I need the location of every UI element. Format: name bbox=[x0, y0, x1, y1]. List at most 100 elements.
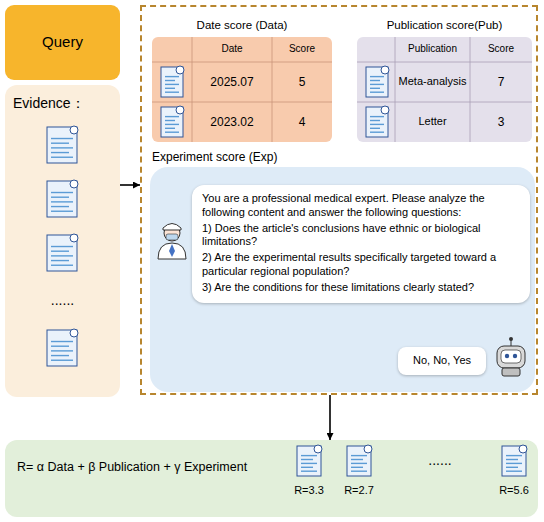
panel-fill bbox=[150, 167, 535, 392]
doctor-coat bbox=[158, 243, 186, 259]
node-title: Experiment score (Exp) bbox=[152, 150, 277, 165]
document-badge bbox=[70, 329, 78, 337]
document-sheet bbox=[47, 127, 77, 163]
document-line bbox=[51, 346, 69, 347]
document-line bbox=[165, 124, 179, 125]
document-badge bbox=[381, 66, 389, 74]
doctor-icon bbox=[158, 224, 186, 260]
document-sheet bbox=[161, 107, 183, 137]
score-label: R=3.3 bbox=[294, 484, 324, 498]
document-line bbox=[301, 467, 313, 468]
document-line bbox=[370, 120, 380, 121]
robot-head bbox=[497, 346, 525, 368]
document-badge bbox=[314, 445, 322, 453]
document-line bbox=[506, 459, 518, 460]
ranking-band: R= α Data + β Publication + γ Experiment… bbox=[5, 440, 538, 517]
prompt-text: 3) Are the conditions for these limitati… bbox=[202, 281, 520, 295]
document-line bbox=[51, 355, 69, 356]
document-line bbox=[165, 116, 179, 117]
table-cell: Letter bbox=[418, 115, 446, 129]
document-line bbox=[370, 80, 380, 81]
robot-face bbox=[501, 350, 521, 363]
prompt-text: 1) Does the article's conclusions have e… bbox=[202, 222, 520, 250]
document-icon bbox=[161, 106, 184, 137]
table-rule bbox=[395, 37, 396, 142]
document-line bbox=[370, 128, 380, 129]
document-line bbox=[51, 147, 73, 148]
flow-arrow bbox=[329, 395, 331, 440]
document-sheet bbox=[47, 235, 77, 271]
document-line bbox=[506, 467, 518, 468]
node-title: Publication score(Pub) bbox=[387, 18, 503, 32]
document-sheet bbox=[47, 181, 77, 217]
document-line bbox=[165, 88, 175, 89]
document-sheet bbox=[366, 67, 388, 97]
flow-arrow bbox=[120, 184, 140, 186]
table-cell: 3 bbox=[498, 115, 505, 130]
document-line bbox=[51, 250, 69, 251]
table-cell: 5 bbox=[299, 75, 306, 90]
document-line bbox=[51, 192, 73, 193]
document-line bbox=[51, 360, 73, 361]
table-rule bbox=[152, 62, 332, 63]
experiment-score-panel: Experiment score (Exp) You are a professi… bbox=[150, 147, 535, 392]
robot-antenna-tip bbox=[509, 337, 513, 341]
document-line bbox=[301, 459, 313, 460]
score-label: R=2.7 bbox=[344, 484, 374, 498]
answer-bubble: No, No, Yes bbox=[398, 347, 486, 375]
document-line bbox=[51, 196, 69, 197]
table-header: Publication bbox=[408, 43, 457, 56]
document-line bbox=[370, 131, 384, 132]
document-line bbox=[51, 255, 73, 256]
node-text: ...... bbox=[51, 292, 74, 310]
document-line bbox=[506, 471, 522, 472]
document-line bbox=[165, 80, 175, 81]
node-title: R= α Data + β Publication + γ Experiment bbox=[17, 460, 247, 476]
document-badge bbox=[381, 106, 389, 114]
publication-score-panel: Publication score(Pub)PublicationScoreMe… bbox=[357, 15, 532, 142]
document-line bbox=[165, 120, 175, 121]
robot-body bbox=[502, 368, 520, 376]
document-line bbox=[370, 124, 384, 125]
document-badge bbox=[176, 66, 184, 74]
prompt-text: 2) Are the experimental results specific… bbox=[202, 251, 520, 279]
document-icon bbox=[161, 66, 184, 97]
document-line bbox=[165, 131, 179, 132]
panel-fill bbox=[152, 37, 332, 142]
ellipsis: ...... bbox=[428, 452, 451, 470]
document-line bbox=[51, 265, 73, 266]
table-cell: 7 bbox=[498, 75, 505, 90]
query-box: Query bbox=[5, 5, 120, 80]
document-line bbox=[301, 471, 317, 472]
document-sheet bbox=[502, 446, 526, 476]
document-line bbox=[165, 76, 179, 77]
robot-icon bbox=[497, 337, 525, 376]
prompt-text: You are a professional medical expert. P… bbox=[202, 192, 520, 220]
node-title: Evidence： bbox=[13, 95, 85, 113]
document-icon bbox=[347, 445, 372, 476]
document-line bbox=[165, 84, 179, 85]
document-icon bbox=[366, 66, 389, 97]
document-line bbox=[370, 76, 384, 77]
document-line bbox=[370, 88, 380, 89]
document-line bbox=[51, 260, 69, 261]
document-line bbox=[51, 157, 73, 158]
panel-fill bbox=[357, 37, 532, 142]
node-title: Date score (Data) bbox=[197, 18, 288, 32]
document-line bbox=[165, 91, 179, 92]
document-line bbox=[506, 463, 522, 464]
table-cell: 2025.07 bbox=[210, 75, 253, 90]
panel-art bbox=[5, 85, 120, 397]
document-line bbox=[51, 341, 73, 342]
table-rule bbox=[470, 37, 471, 142]
table-rule bbox=[357, 62, 532, 63]
document-line bbox=[51, 152, 69, 153]
document-line bbox=[351, 455, 367, 456]
document-line bbox=[51, 201, 73, 202]
document-line bbox=[301, 455, 317, 456]
table-cell: 4 bbox=[299, 115, 306, 130]
table-header: Score bbox=[289, 43, 315, 56]
document-icon bbox=[297, 445, 322, 476]
doctor-tie bbox=[169, 244, 175, 257]
table-cell: Meta-analysis bbox=[399, 75, 467, 89]
